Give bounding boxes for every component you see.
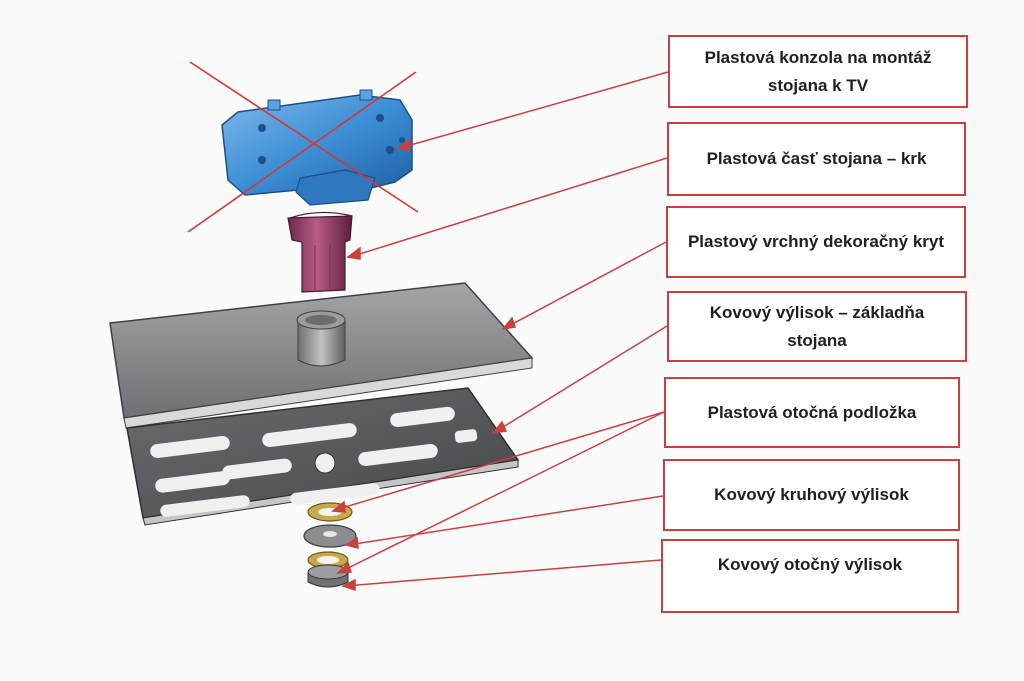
arrowhead-bracket xyxy=(396,138,411,151)
arrowhead-pad-b xyxy=(336,561,353,574)
leader-line-pad-a xyxy=(334,411,665,511)
base-part xyxy=(126,387,520,526)
leader-line-swivel xyxy=(344,559,662,587)
label-bracket: Plastová konzola na montáž stojana k TV xyxy=(668,35,968,108)
decorative-cover-part xyxy=(109,282,534,429)
leader-lines xyxy=(331,71,669,592)
arrowhead-swivel xyxy=(341,578,356,592)
label-text: Plastová konzola na montáž stojana k TV xyxy=(704,47,932,95)
leader-line-pad-b xyxy=(339,411,665,573)
label-text: Plastový vrchný dekoračný kryt xyxy=(687,232,945,251)
arrowhead-ring xyxy=(344,536,359,549)
arrowhead-neck xyxy=(346,246,361,260)
neck-part xyxy=(287,211,353,293)
label-text: Kovový kruhový výlisok xyxy=(714,485,909,504)
x-cross-out-mark xyxy=(187,61,419,233)
leader-line-neck xyxy=(349,157,668,258)
swivel-stack-parts xyxy=(303,502,357,588)
leader-line-cover xyxy=(504,241,667,329)
label-text: Kovový výlisok – základňa stojana xyxy=(709,302,925,350)
label-text: Plastová časť stojana – krk xyxy=(706,149,927,168)
leader-line-base xyxy=(494,325,668,433)
label-text: Kovový otočný výlisok xyxy=(717,555,903,574)
arrowhead-cover xyxy=(501,316,516,331)
label-text: Plastová otočná podložka xyxy=(707,402,917,422)
label-neck: Plastová časť stojana – krk xyxy=(667,122,966,196)
label-pad: Plastová otočná podložka xyxy=(664,377,960,448)
leader-line-ring xyxy=(347,495,664,546)
label-base: Kovový výlisok – základňa stojana xyxy=(667,291,967,362)
arrowhead-base xyxy=(491,420,508,435)
label-cover: Plastový vrchný dekoračný kryt xyxy=(666,206,966,278)
label-ring: Kovový kruhový výlisok xyxy=(663,459,960,531)
leader-line-bracket xyxy=(399,71,669,149)
label-swivel: Kovový otočný výlisok xyxy=(661,539,959,613)
arrowhead-pad-a xyxy=(331,500,346,513)
